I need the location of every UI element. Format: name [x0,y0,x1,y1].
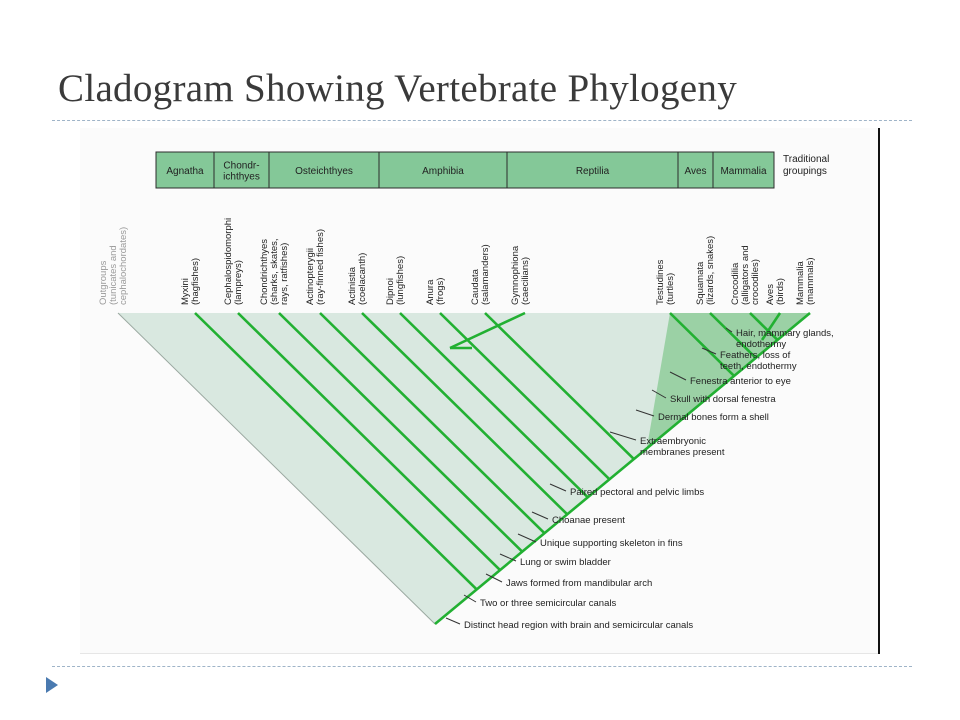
character-label-unique-supporting-skeleton-in-fins: Unique supporting skeleton in fins [540,538,683,549]
character-label-skull-with-dorsal-fenestra: Skull with dorsal fenestra [670,394,776,405]
character-leader-1 [701,347,717,355]
branch-squamata [709,312,757,359]
slide-bullet-icon [46,677,58,693]
character-label-lung-or-swim-bladder: Lung or swim bladder [520,557,611,568]
taxon-label-chondrichthyes: Chondrichthyes(sharks, skates,rays, ratf… [259,238,290,305]
character-leader-4 [635,409,655,417]
character-label-choanae-present: Choanae present [552,515,625,526]
branch-chondrichthyes [278,312,524,553]
taxon-label-squamata: Squamata(lizards, snakes) [695,236,716,305]
branch-testudines [669,312,736,377]
grouping-label-mammalia: Mammalia [720,166,767,177]
grouping-box-reptilia [506,151,679,189]
outgroup-branch [117,312,436,625]
slide-title: Cladogram Showing Vertebrate Phylogeny [58,67,737,110]
branch-actinopterygii [319,312,546,535]
grouping-box-mammalia [712,151,775,189]
taxon-label-caudata: Caudata(salamanders) [470,244,491,305]
grouping-label-agnatha: Agnatha [166,166,204,177]
taxon-label-aves: Aves(birds) [765,278,786,305]
character-label-hair-mammary-glands: Hair, mammary glands,endothermy [736,328,834,350]
character-label-paired-pectoral-and-pelvic-limbs: Paired pectoral and pelvic limbs [570,487,704,498]
cladogram-fill [118,313,810,624]
taxon-label-gymnophiona: Gymnophiona(caecilians) [510,245,531,305]
character-leader-9 [499,553,517,562]
branch-caudata [484,312,635,460]
grouping-label-aves: Aves [684,166,706,177]
grouping-box-osteichthyes [268,151,380,189]
grouping-label-reptilia: Reptilia [576,166,610,177]
character-label-jaws-formed-from-mandibular-arch: Jaws formed from mandibular arch [506,578,652,589]
branch-gymnophiona [449,311,526,350]
character-leader-0 [725,327,733,333]
branch-dipnoi [399,312,589,499]
taxon-label-testudines: Testudines(turtles) [655,259,676,305]
character-label-dermal-bones-form-a-shell: Dermal bones form a shell [658,412,769,423]
character-leader-8 [517,533,537,543]
top-divider [52,120,912,121]
character-leader-5 [609,431,637,441]
grouping-box-agnatha [155,151,215,189]
branch-aves [760,312,782,341]
taxon-label-cephalospidomorphi: Cephalospidomorphi(lampreys) [223,218,244,305]
grouping-label-amphibia: Amphibia [422,166,464,177]
character-leader-2 [669,371,687,381]
branch-myxini [194,312,478,591]
character-leader-3 [651,389,667,399]
character-leader-7 [531,511,549,520]
character-leader-10 [485,573,503,583]
character-leader-6 [549,483,567,492]
taxon-label-mammalia: Mammalia(mammals) [795,258,816,306]
character-label-fenestra-anterior-to-eye: Fenestra anterior to eye [690,376,791,387]
taxon-label-outgroups: Outgroups(tunicates andcephalochordates) [98,227,129,305]
grouping-label-osteichthyes: Osteichthyes [295,166,353,177]
character-label-two-or-three-semicircular-canals: Two or three semicircular canals [480,598,616,609]
character-label-distinct-head-region-with-brain-and-semicircular-canals: Distinct head region with brain and semi… [464,620,693,631]
bottom-divider [52,666,912,667]
grouping-box-chondr [213,151,270,189]
taxon-label-crocodilia: Crocodilia(alligators andcrocodiles) [730,245,761,305]
taxon-label-myxini: Myxini(hagfishes) [180,258,201,305]
character-leader-12 [445,617,461,625]
taxon-label-dipnoi: Dipnoi(lungfishes) [385,256,406,305]
cladogram-figure: Agnatha Chondr-ichthyes Osteichthyes Amphib… [80,128,880,654]
character-leader-11 [463,594,477,603]
taxon-label-actinistia: Actinistia(coelacanth) [347,253,368,305]
branch-crocodilia [749,312,779,341]
branch-actinistia [361,312,569,516]
main-spine-branch [434,311,811,626]
taxon-label-actinopterygii: Actinopterygii(ray-finned fishes) [305,229,326,305]
grouping-label-chondr: Chondr-ichthyes [223,161,260,183]
branch-cephalospidomorphi [237,312,501,571]
taxon-label-anura: Anura(frogs) [425,278,446,305]
